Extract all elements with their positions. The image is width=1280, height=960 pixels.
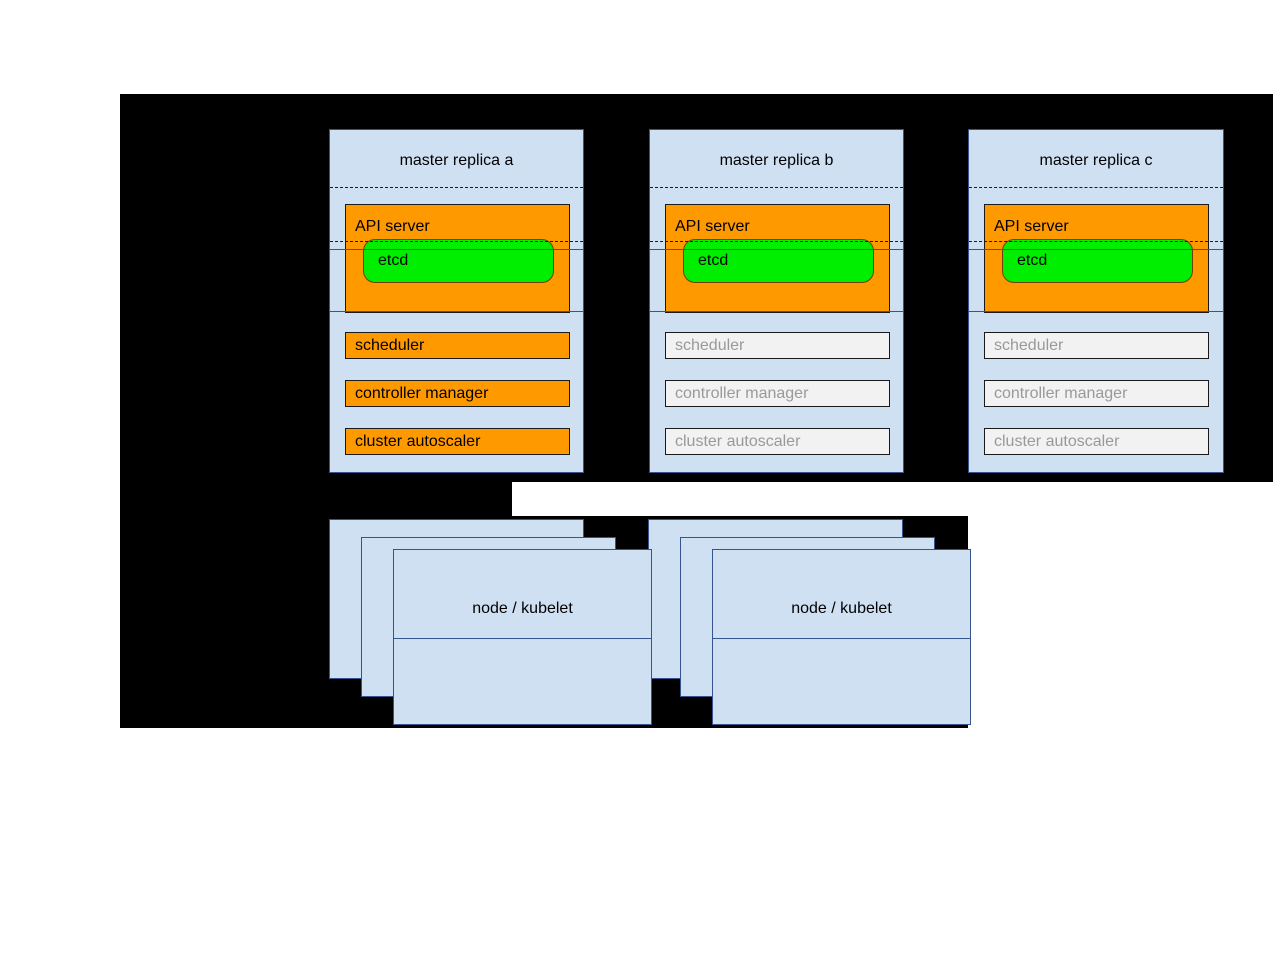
component-box[interactable]: scheduler xyxy=(665,332,890,359)
master-replica-panel: master replica b API server etcd scheduler c… xyxy=(649,129,904,473)
api-server-block[interactable]: API server etcd xyxy=(665,204,890,313)
master-replica-panel: master replica c API server etcd scheduler c… xyxy=(968,129,1224,473)
api-server-separator xyxy=(650,241,903,242)
replica-title-separator xyxy=(650,187,903,188)
component-box[interactable]: scheduler xyxy=(345,332,570,359)
replica-title: master replica a xyxy=(399,152,514,169)
node-card-divider xyxy=(394,638,651,639)
etcd-zone-bottom-separator xyxy=(650,311,903,312)
etcd-box[interactable]: etcd xyxy=(1002,239,1193,283)
etcd-zone-bottom-separator xyxy=(969,311,1223,312)
component-box[interactable]: controller manager xyxy=(345,380,570,407)
etcd-zone-top-separator xyxy=(650,249,903,250)
backdrop-left-notch xyxy=(120,482,512,516)
api-server-label: API server xyxy=(355,218,430,235)
node-card-front[interactable]: node / kubelet xyxy=(712,549,971,725)
api-server-separator xyxy=(969,241,1223,242)
node-card-divider xyxy=(713,638,970,639)
node-label: node / kubelet xyxy=(472,600,573,617)
node-card-front[interactable]: node / kubelet xyxy=(393,549,652,725)
component-box[interactable]: controller manager xyxy=(984,380,1209,407)
etcd-zone-top-separator xyxy=(969,249,1223,250)
api-server-label: API server xyxy=(675,218,750,235)
component-box[interactable]: cluster autoscaler xyxy=(345,428,570,455)
api-server-block[interactable]: API server etcd xyxy=(984,204,1209,313)
api-server-label: API server xyxy=(994,218,1069,235)
component-box[interactable]: scheduler xyxy=(984,332,1209,359)
master-replica-panel: master replica a API server etcd scheduler c… xyxy=(329,129,584,473)
component-box[interactable]: controller manager xyxy=(665,380,890,407)
component-box[interactable]: cluster autoscaler xyxy=(665,428,890,455)
etcd-zone-bottom-separator xyxy=(330,311,583,312)
etcd-box[interactable]: etcd xyxy=(683,239,874,283)
component-box[interactable]: cluster autoscaler xyxy=(984,428,1209,455)
etcd-zone-top-separator xyxy=(330,249,583,250)
replica-title: master replica b xyxy=(719,152,834,169)
replica-title-separator xyxy=(330,187,583,188)
etcd-box[interactable]: etcd xyxy=(363,239,554,283)
api-server-block[interactable]: API server etcd xyxy=(345,204,570,313)
node-label: node / kubelet xyxy=(791,600,892,617)
replica-title-separator xyxy=(969,187,1223,188)
replica-title: master replica c xyxy=(1039,152,1153,169)
api-server-separator xyxy=(330,241,583,242)
